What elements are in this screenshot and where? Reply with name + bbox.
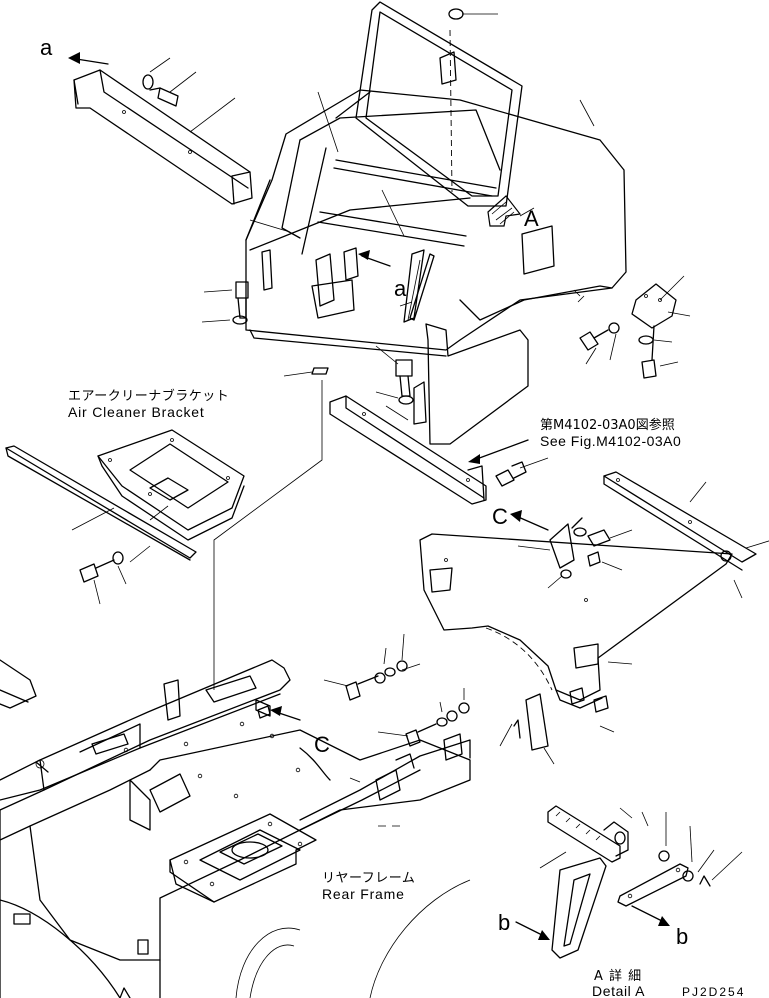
view-letter-C-lower: C [314,732,330,757]
rear-frame-label-jp: リヤーフレーム [322,871,415,886]
small-clip [283,367,329,377]
see-fig-label-en: See Fig.M4102-03A0 [540,433,681,449]
view-letter-C-right: C [492,504,508,529]
bolt-right-upper [579,322,620,365]
cross-member-center [329,345,487,505]
leader-vertical [213,380,323,690]
rear-frame-label-en: Rear Frame [322,886,405,902]
bolt-hood-left [201,281,249,325]
view-letter-A-main: A [524,206,539,231]
air-cleaner-bracket-label-jp: エアークリーナブラケット [68,388,229,404]
arrow-b-left [515,921,550,940]
view-letter-a-mid: a [394,276,407,301]
drawing-code: PJ2D254 [682,985,745,998]
bolt-air-cleaner [79,545,151,605]
engine-hood-assembly [245,1,627,445]
detail-a-label-jp: A 詳 細 [594,968,642,984]
see-fig-label-jp: 第M4102-03A0図参照 [540,417,675,433]
air-cleaner-bracket-label-en: Air Cleaner Bracket [68,404,205,420]
bracket-c-assembly [510,510,633,589]
view-letter-b-right: b [676,924,688,949]
long-bar-right [603,471,769,599]
arrow-detail-a [487,195,522,227]
view-letter-b-left: b [498,910,510,935]
arrow-hood-inlet [358,250,391,267]
rear-frame [0,659,471,998]
detail-a-label-en: Detail A [592,983,645,998]
detail-a-drawing [539,805,743,959]
arrow-b-right [631,905,670,926]
mounting-beam-upper-left [73,69,253,205]
bolt-washer-upper-left [142,57,197,107]
air-cleaner-bracket [97,429,245,541]
long-strip-left [5,445,197,561]
arrow-see-fig [468,439,529,464]
arrow-c-lower [257,705,331,781]
rod-center [399,253,435,321]
bolt-see-fig [495,457,549,487]
clip-right-middle [499,687,615,765]
view-letter-a-top: a [40,35,53,60]
arrow-a-upper [68,52,109,65]
bracket-right-upper [631,275,691,379]
bolts-middle-row [323,633,470,747]
leader-lines-hood [249,91,595,237]
fender-panel [419,533,733,709]
